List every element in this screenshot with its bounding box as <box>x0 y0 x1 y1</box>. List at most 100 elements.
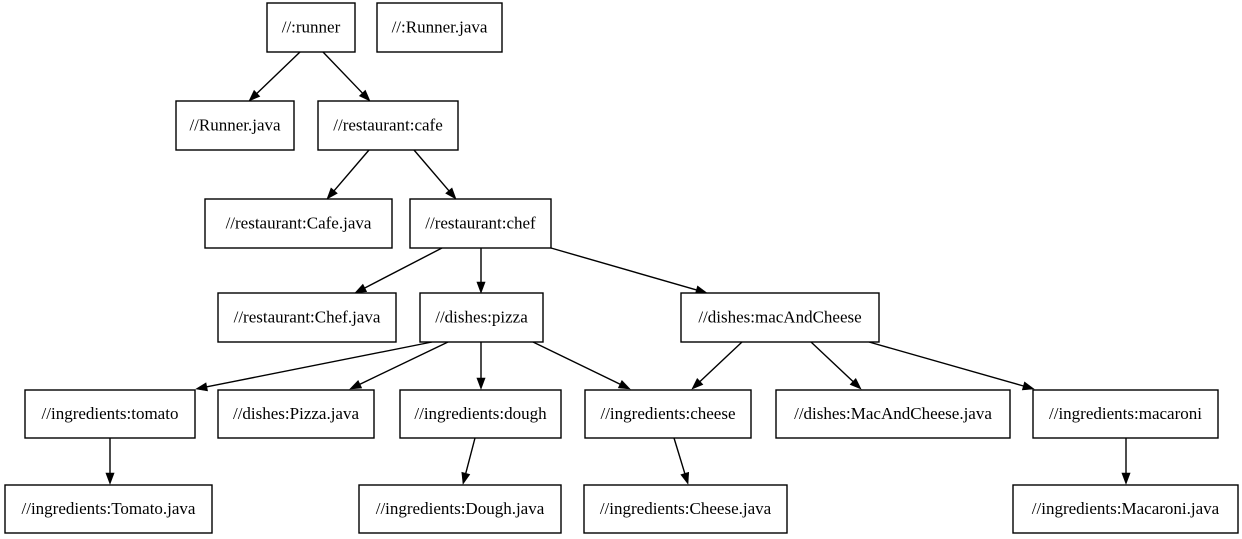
node-label: //ingredients:Tomato.java <box>22 499 196 518</box>
graph-node[interactable]: //ingredients:tomato <box>24 389 196 439</box>
edge-line <box>322 51 363 94</box>
edge-arrowhead-icon <box>476 377 486 390</box>
node-label: //dishes:Pizza.java <box>233 404 360 423</box>
graph-node[interactable]: //restaurant:Chef.java <box>217 292 397 343</box>
node-box[interactable] <box>1032 389 1219 439</box>
graph-node[interactable]: //dishes:Pizza.java <box>217 389 375 439</box>
node-label: //ingredients:Macaroni.java <box>1032 499 1220 518</box>
graph-edge <box>476 342 486 390</box>
edge-line <box>333 149 370 192</box>
node-box[interactable] <box>266 2 356 53</box>
node-box[interactable] <box>584 389 752 439</box>
node-box[interactable] <box>24 389 196 439</box>
node-box[interactable] <box>1012 484 1239 534</box>
edge-line <box>699 341 743 382</box>
node-label: //restaurant:chef <box>425 213 536 232</box>
graph-edge <box>322 51 371 102</box>
graph-edge <box>1121 438 1131 485</box>
edge-arrowhead-icon <box>849 377 862 390</box>
node-box[interactable] <box>175 100 295 151</box>
graph-edge <box>248 51 301 102</box>
edge-arrowhead-icon <box>445 187 457 200</box>
graph-edge <box>810 341 862 390</box>
node-box[interactable] <box>419 292 544 343</box>
graph-node[interactable]: //restaurant:cafe <box>317 100 459 151</box>
graph-edge <box>195 341 433 392</box>
edge-line <box>465 437 476 474</box>
edge-line <box>810 341 854 382</box>
graph-node[interactable]: //ingredients:Cheese.java <box>583 484 788 534</box>
node-box[interactable] <box>358 484 562 534</box>
edge-arrowhead-icon <box>691 377 704 390</box>
graph-edge <box>476 248 486 294</box>
node-box[interactable] <box>317 100 459 151</box>
graph-node[interactable]: //ingredients:cheese <box>584 389 752 439</box>
graph-edge <box>349 341 449 390</box>
edge-arrowhead-icon <box>1021 381 1035 391</box>
edge-line <box>364 247 443 289</box>
graph-node[interactable]: //ingredients:dough <box>399 389 562 439</box>
graph-node[interactable]: //ingredients:Tomato.java <box>4 484 213 534</box>
edge-arrowhead-icon <box>617 379 631 390</box>
node-box[interactable] <box>217 389 375 439</box>
node-label: //ingredients:Dough.java <box>376 499 545 518</box>
node-label: //dishes:pizza <box>435 307 528 326</box>
graph-edge <box>461 437 476 485</box>
graph-edge <box>354 247 443 294</box>
graph-node[interactable]: //restaurant:Cafe.java <box>204 198 393 249</box>
node-box[interactable] <box>680 292 880 343</box>
edge-arrowhead-icon <box>248 89 261 102</box>
node-label: //restaurant:Chef.java <box>234 307 381 326</box>
graph-edge <box>868 341 1035 391</box>
node-label: //ingredients:Cheese.java <box>600 499 772 518</box>
node-box[interactable] <box>399 389 562 439</box>
node-label: //restaurant:cafe <box>333 115 443 134</box>
node-box[interactable] <box>204 198 393 249</box>
graph-edge <box>550 247 708 295</box>
edge-arrowhead-icon <box>680 471 690 485</box>
edge-layer <box>105 51 1131 485</box>
graph-edge <box>673 437 690 485</box>
graph-edge <box>691 341 743 390</box>
node-label: //:Runner.java <box>392 17 488 36</box>
node-box[interactable] <box>775 389 1011 439</box>
graph-node[interactable]: //:Runner.java <box>376 2 503 53</box>
graph-node[interactable]: //ingredients:Dough.java <box>358 484 562 534</box>
edge-arrowhead-icon <box>349 380 363 390</box>
edge-arrowhead-icon <box>326 187 338 200</box>
edge-arrowhead-icon <box>1121 472 1131 485</box>
node-label: //dishes:MacAndCheese.java <box>794 404 992 423</box>
graph-node[interactable]: //restaurant:chef <box>409 198 552 249</box>
node-label: //restaurant:Cafe.java <box>226 213 372 232</box>
node-box[interactable] <box>409 198 552 249</box>
node-box[interactable] <box>4 484 213 534</box>
edge-line <box>673 437 686 474</box>
edge-arrowhead-icon <box>354 283 368 294</box>
node-label: //ingredients:dough <box>414 404 547 423</box>
edge-line <box>868 341 1024 387</box>
edge-line <box>413 149 450 192</box>
graph-node[interactable]: //dishes:MacAndCheese.java <box>775 389 1011 439</box>
graph-edge <box>532 341 631 390</box>
edge-arrowhead-icon <box>476 281 486 294</box>
edge-arrowhead-icon <box>358 89 371 102</box>
graph-node[interactable]: //dishes:macAndCheese <box>680 292 880 343</box>
node-label: //ingredients:cheese <box>600 404 735 423</box>
node-box[interactable] <box>583 484 788 534</box>
graph-node[interactable]: //Runner.java <box>175 100 295 151</box>
graph-node[interactable]: //:runner <box>266 2 356 53</box>
graph-edge <box>326 149 370 200</box>
graph-node[interactable]: //dishes:pizza <box>419 292 544 343</box>
graph-node[interactable]: //ingredients:macaroni <box>1032 389 1219 439</box>
node-label: //dishes:macAndCheese <box>698 307 861 326</box>
node-box[interactable] <box>217 292 397 343</box>
edge-arrowhead-icon <box>195 382 208 392</box>
graph-edge <box>413 149 457 200</box>
edge-line <box>550 247 697 291</box>
node-box[interactable] <box>376 2 503 53</box>
edge-arrowhead-icon <box>461 471 471 485</box>
graph-node[interactable]: //ingredients:Macaroni.java <box>1012 484 1239 534</box>
edge-line <box>256 51 301 94</box>
node-label: //:runner <box>282 17 341 36</box>
